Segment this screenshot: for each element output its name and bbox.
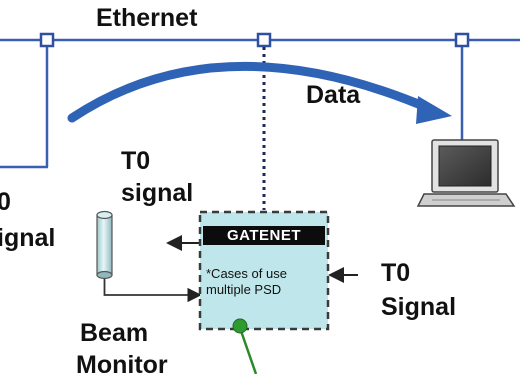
beam-monitor-icon [96, 210, 113, 280]
monitor-cable [103, 279, 202, 303]
t0-signal-top-line1: T0 [121, 147, 151, 175]
beam-monitor-label-line1: Beam [80, 319, 149, 347]
data-label: Data [306, 81, 361, 109]
gatenet-title: GATENET [203, 226, 325, 245]
green-connector [232, 318, 258, 374]
laptop-icon [416, 139, 516, 207]
t0-signal-left-line2: ignal [0, 224, 56, 252]
t0-signal-top-line2: signal [121, 179, 194, 207]
bus-node-left [39, 32, 55, 48]
t0-signal-right-line2: Signal [381, 293, 457, 321]
gatenet-note: *Cases of use multiple PSD [206, 266, 287, 298]
t0-signal-left-line1: 0 [0, 188, 11, 216]
ethernet-label: Ethernet [96, 4, 198, 32]
data-flow-arrow [67, 61, 452, 124]
bus-node-center [256, 32, 272, 48]
bus-node-right [454, 32, 470, 48]
t0-signal-right-line1: T0 [381, 259, 411, 287]
beam-monitor-label-line2: Monitor [76, 351, 168, 379]
